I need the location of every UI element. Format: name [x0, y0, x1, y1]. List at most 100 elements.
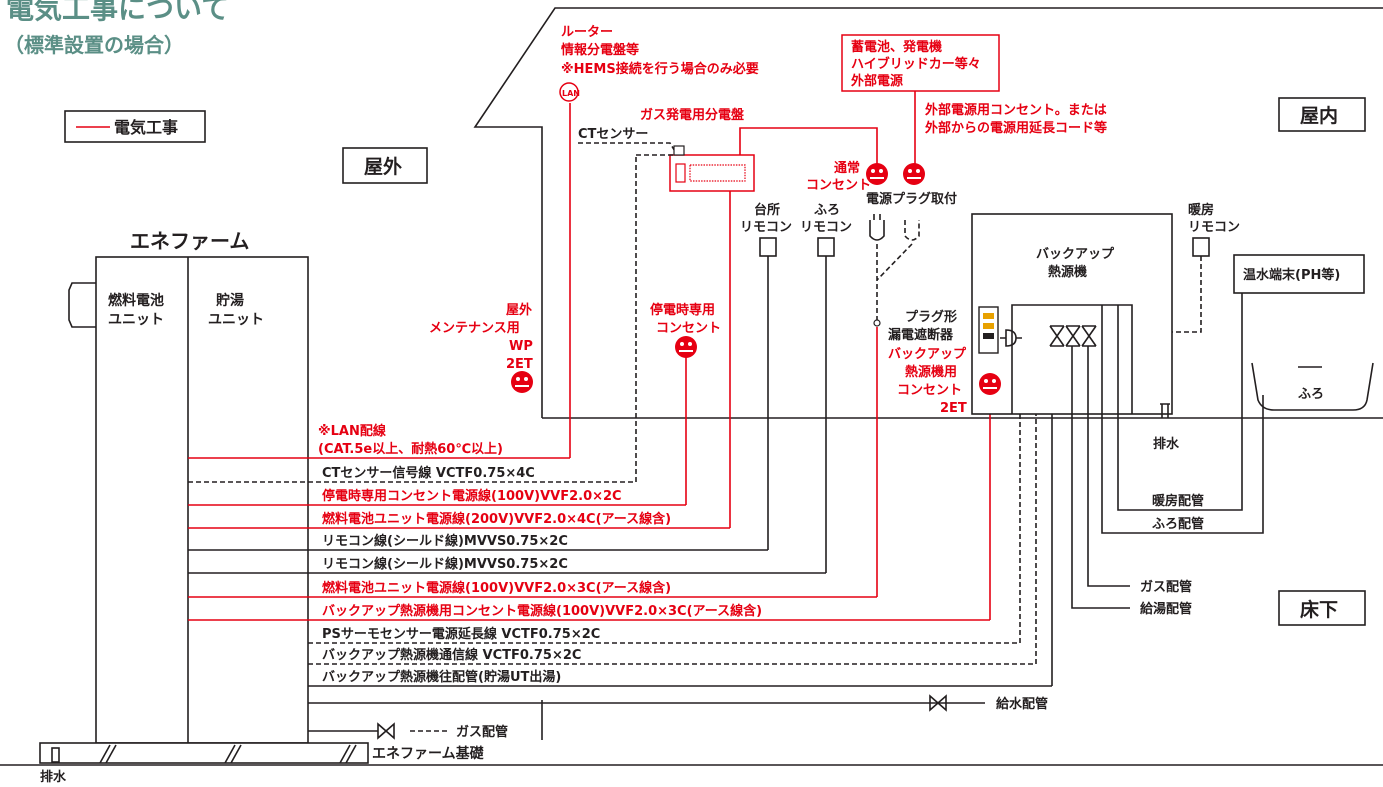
blackout-label-1: 停電時専用 — [650, 302, 715, 318]
blackout-label-2: コンセント — [656, 321, 721, 336]
wire-label-lan-1: ※LAN配線 — [318, 423, 387, 439]
external-power-label-2: ハイブリッドカー等々 — [851, 56, 981, 72]
bath-remote-label-1: ふろ — [814, 203, 840, 218]
zone-indoor-label: 屋内 — [1300, 104, 1338, 127]
backup-inner-frame — [1011, 304, 1133, 414]
wire-label-backup-pipe: バックアップ熱源機往配管(貯湯UT出湯) — [322, 669, 561, 685]
enefarm-gas-label: ガス配管 — [456, 724, 508, 740]
plug-install-label: 電源プラグ取付 — [866, 191, 957, 207]
lan-icon — [559, 82, 579, 102]
ct-sensor-line — [578, 142, 677, 154]
wire-label-remote-1: リモコン線(シールド線)MVVS0.75×2C — [322, 533, 568, 549]
hot-supply-pipe-label: 給湯配管 — [1140, 601, 1192, 617]
wire-label-lan-2: (CAT.5e以上、耐熱60℃以上) — [318, 441, 503, 457]
wire-label-backup-outlet: バックアップ熱源機用コンセント電源線(100V)VVF2.0×3C(アース線含) — [322, 603, 762, 619]
water-pipe-label: 給水配管 — [996, 696, 1048, 712]
fuel-cell-label-1: 燃料電池 — [108, 292, 164, 309]
backup-label-2: 熱源機 — [1048, 264, 1087, 280]
breaker-label-2: 漏電遮断器 — [888, 327, 954, 343]
outdoor-maint-label-4: 2ET — [506, 357, 533, 372]
backup-drain-pipe — [1160, 403, 1170, 418]
heating-remote-label-1: 暖房 — [1188, 202, 1214, 218]
plug-junction — [873, 319, 881, 327]
wire-label-fuel-200v: 燃料電池ユニット電源線(200V)VVF2.0×4C(アース線含) — [322, 511, 671, 527]
outdoor-maint-label-3: WP — [509, 339, 533, 354]
heating-remote-label-2: リモコン — [1188, 220, 1240, 235]
external-power-label-1: 蓄電池、発電機 — [851, 39, 942, 55]
zone-outdoor-box — [342, 147, 428, 184]
ct-sensor — [673, 145, 685, 156]
plug-icon-solid — [869, 214, 885, 241]
outdoor-outlet-icon — [511, 371, 533, 393]
page-title: 電気工事について — [6, 0, 229, 25]
water-valve — [929, 694, 947, 712]
panel-main-breaker — [675, 163, 686, 183]
storage-label-2: ユニット — [208, 312, 264, 328]
wire-label-ps-sensor: PSサーモセンサー電源延長線 VCTF0.75×2C — [322, 626, 600, 642]
page-subtitle: （標準設置の場合） — [4, 33, 184, 57]
outdoor-maint-label-2: メンテナンス用 — [429, 321, 520, 336]
zone-underfloor-label: 床下 — [1300, 598, 1338, 621]
storage-label-1: 貯湯 — [216, 292, 244, 309]
bath-remote-label-2: リモコン — [800, 220, 852, 235]
heating-remote — [1192, 237, 1210, 257]
kitchen-remote — [759, 237, 777, 257]
breaker-switch-1 — [983, 313, 994, 319]
breaker-plug — [1000, 329, 1022, 347]
enefarm-drain-pipe — [51, 747, 60, 763]
backup-valves — [1049, 325, 1097, 347]
backup-drain-label: 排水 — [1153, 436, 1180, 452]
ct-sensor-label: CTセンサー — [578, 127, 648, 142]
blackout-outlet-icon — [675, 336, 697, 358]
bath-pipe-label: ふろ配管 — [1152, 516, 1204, 532]
bath-pipe — [1101, 305, 1264, 534]
heating-pipe-label: 暖房配管 — [1152, 493, 1204, 509]
house-roof-line — [473, 7, 1383, 418]
breaker-switch-3 — [983, 333, 994, 339]
backup-outlet-label-4: 2ET — [940, 401, 967, 416]
distribution-panel — [669, 154, 755, 192]
enefarm-unit — [95, 256, 309, 744]
zone-indoor-box — [1278, 97, 1366, 132]
breaker-switch-2 — [983, 323, 994, 329]
legend-label: 電気工事 — [114, 118, 178, 137]
outdoor-maint-label-1: 屋外 — [506, 302, 532, 318]
enefarm-gas-valve — [377, 722, 395, 740]
kitchen-remote-label-2: リモコン — [740, 220, 792, 235]
hot-water-terminal — [1233, 254, 1365, 294]
bathtub — [1251, 362, 1374, 411]
ext-outlet-label-1: 外部電源用コンセント。または — [924, 102, 1107, 118]
backup-outlet-label-2: 熱源機用 — [905, 364, 957, 380]
wire-label-ct: CTセンサー信号線 VCTF0.75×4C — [322, 465, 535, 481]
kitchen-remote-label-1: 台所 — [754, 202, 780, 218]
gas-pipe-label: ガス配管 — [1140, 579, 1192, 595]
wire-label-fuel-100v: 燃料電池ユニット電源線(100V)VVF2.0×3C(アース線含) — [322, 580, 671, 596]
bath-remote — [817, 237, 835, 257]
heating-pipe — [1117, 293, 1243, 511]
breaker-label-1: プラグ形 — [905, 309, 957, 325]
panel-breakers — [689, 164, 746, 182]
zone-underfloor-box — [1278, 590, 1366, 626]
backup-outlet-icon — [979, 373, 1001, 395]
router-label-3: ※HEMS接続を行う場合のみ必要 — [561, 61, 759, 77]
external-power-box — [841, 34, 1000, 92]
fuel-cell-side-panel — [68, 282, 96, 328]
zone-outdoor-label: 屋外 — [364, 155, 402, 178]
wire-label-backup-comm: バックアップ熱源機通信線 VCTF0.75×2C — [322, 647, 581, 663]
panel-label: ガス発電用分電盤 — [640, 107, 745, 123]
hot-water-terminal-label: 温水端末(PH等) — [1243, 267, 1340, 283]
external-power-label-3: 外部電源 — [850, 73, 903, 89]
hot-supply-pipe — [1071, 346, 1130, 609]
bath-label: ふろ — [1298, 387, 1324, 402]
wire-label-blackout: 停電時専用コンセント電源線(100V)VVF2.0×2C — [322, 488, 622, 504]
backup-outlet-label-3: コンセント — [897, 383, 962, 398]
panel-wire-loop — [739, 127, 878, 165]
normal-outlet-icon — [866, 163, 888, 185]
external-outlet-icon — [903, 163, 925, 185]
enefarm-title: エネファーム — [130, 229, 249, 253]
plug-icon-dashed — [904, 220, 920, 241]
backup-outlet-label-1: バックアップ — [888, 347, 967, 362]
lan-icon-label: LAN — [562, 89, 580, 98]
fuel-cell-label-2: ユニット — [108, 312, 164, 328]
